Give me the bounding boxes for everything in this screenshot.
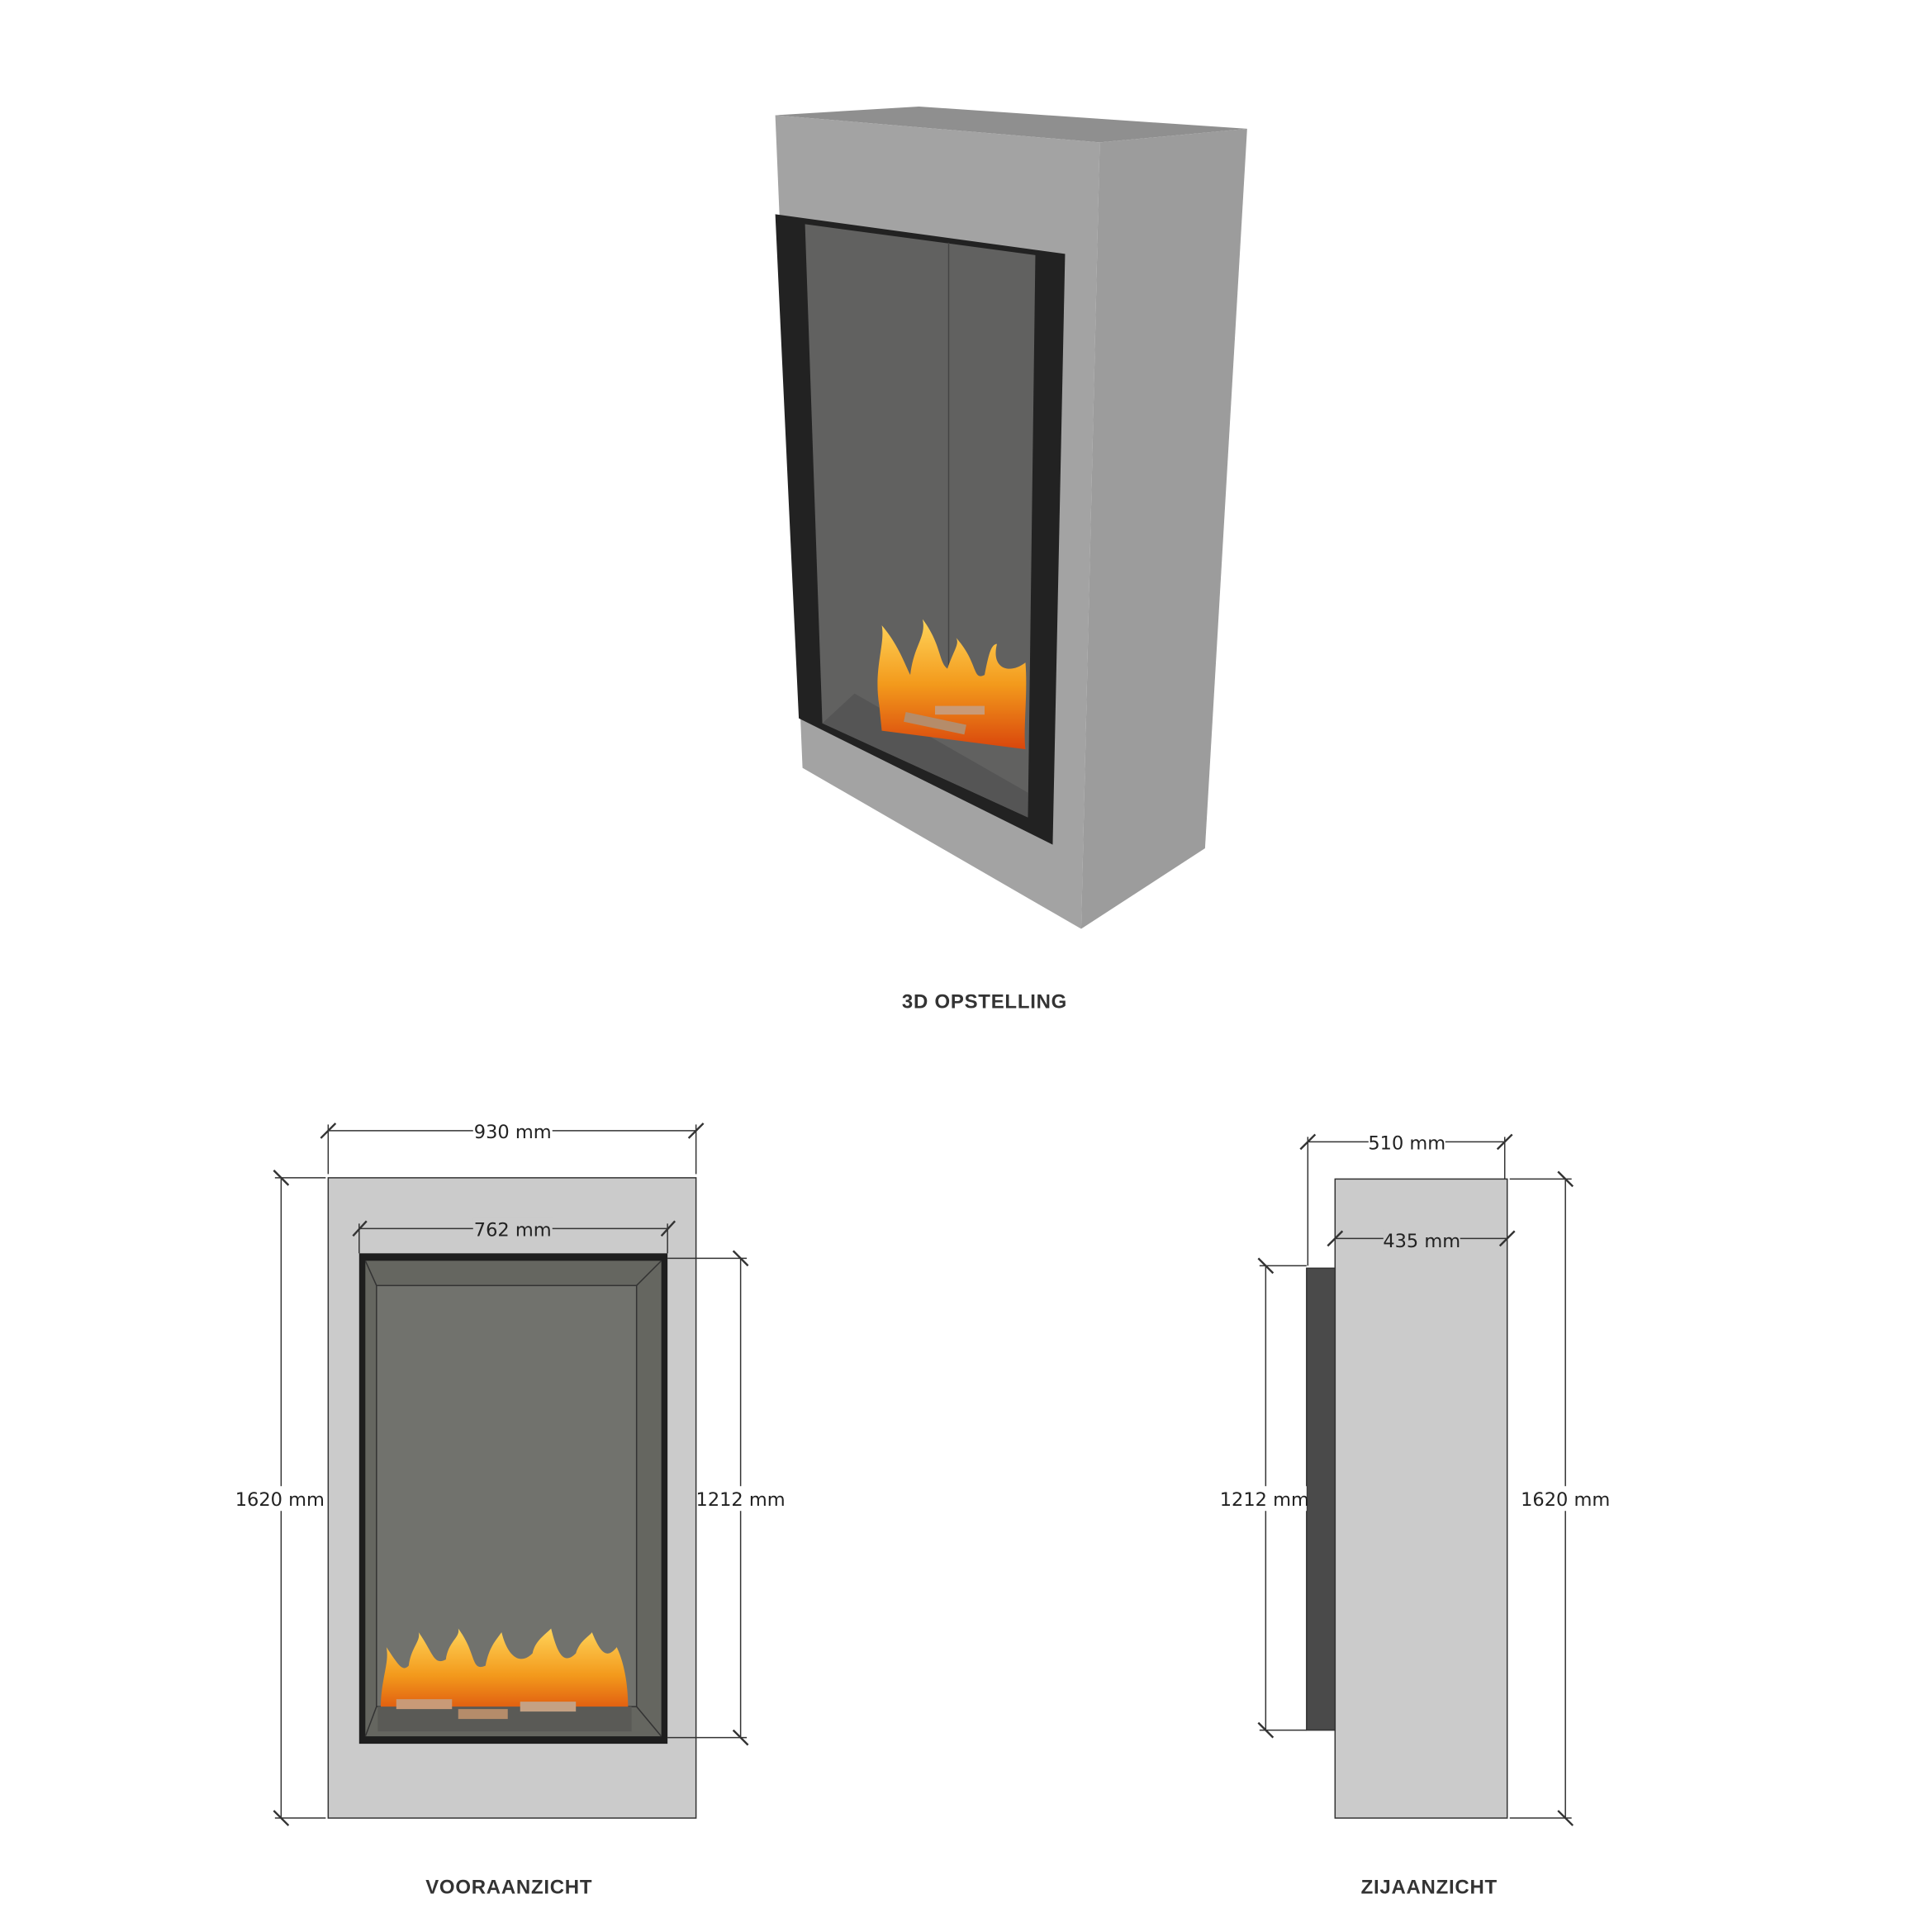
- caption-side: ZIJAANZICHT: [1361, 1877, 1498, 1899]
- caption-front: VOORAANZICHT: [425, 1877, 592, 1899]
- box-side: [1080, 128, 1247, 929]
- front-outer-width-label: 930 mm: [474, 1122, 552, 1143]
- flames-3d: [877, 619, 1027, 750]
- front-outer-height-label: 1620 mm: [235, 1489, 325, 1511]
- fireplace-3d-view: [775, 106, 1247, 929]
- glass-3d: [805, 224, 1036, 818]
- side-outer-height-label: 1620 mm: [1521, 1489, 1610, 1511]
- flames-front: [377, 1628, 632, 1732]
- side-body: [1334, 1178, 1508, 1819]
- front-inner-height-label: 1212 mm: [696, 1489, 786, 1511]
- side-body-depth-label: 435 mm: [1383, 1231, 1460, 1252]
- side-total-depth-label: 510 mm: [1368, 1132, 1445, 1154]
- front-inner-width-label: 762 mm: [474, 1219, 552, 1241]
- side-frame: [1306, 1267, 1336, 1731]
- front-glass: [376, 1284, 638, 1707]
- front-view: 930 mm 762 mm 1620 mm 1212 mm: [235, 1119, 787, 1826]
- caption-3d: 3D OPSTELLING: [902, 990, 1067, 1013]
- side-view: 510 mm 435 mm 1212 mm 1620 mm: [1220, 1130, 1613, 1826]
- side-inner-height-label: 1212 mm: [1220, 1489, 1309, 1511]
- box-top: [775, 106, 1247, 143]
